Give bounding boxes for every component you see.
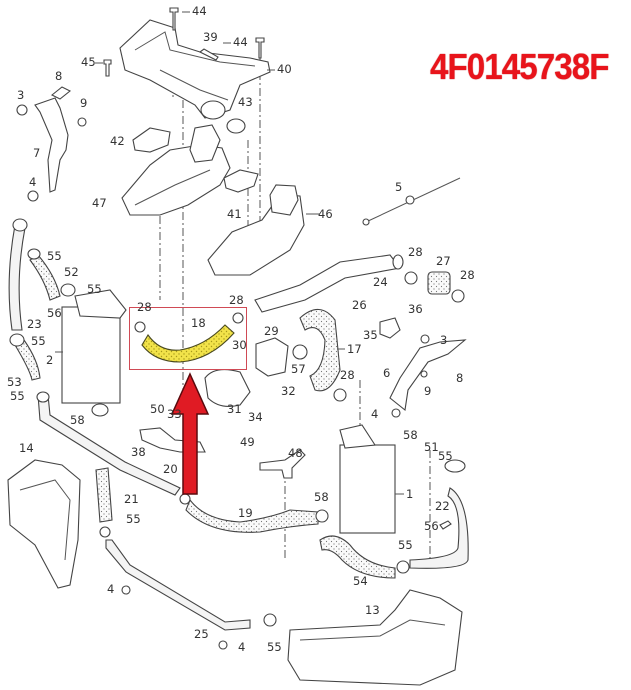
pipe-25 bbox=[105, 539, 277, 650]
callout-label-3b: 3 bbox=[440, 333, 448, 347]
callout-label-19: 19 bbox=[238, 506, 253, 520]
shield-14 bbox=[7, 459, 81, 589]
callout-label-51: 51 bbox=[424, 440, 439, 454]
callout-label-27: 27 bbox=[436, 254, 451, 268]
callout-label-39: 39 bbox=[203, 30, 218, 44]
callout-label-9a: 9 bbox=[80, 96, 88, 110]
callout-label-48: 48 bbox=[288, 446, 303, 460]
callout-label-41: 41 bbox=[227, 207, 242, 221]
callout-label-22: 22 bbox=[435, 499, 450, 513]
callout-label-55a: 55 bbox=[47, 249, 62, 263]
callout-label-42: 42 bbox=[110, 134, 125, 148]
callout-label-46: 46 bbox=[318, 207, 333, 221]
bolts-top bbox=[16, 7, 265, 127]
callout-label-4c: 4 bbox=[107, 582, 115, 596]
callout-label-35: 35 bbox=[363, 328, 378, 342]
callout-label-58a: 58 bbox=[70, 413, 85, 427]
callout-label-7: 7 bbox=[33, 146, 41, 160]
callout-label-45: 45 bbox=[81, 55, 96, 69]
callout-label-29: 29 bbox=[264, 324, 279, 338]
callout-label-58c: 58 bbox=[314, 490, 329, 504]
intake-manifold-upper bbox=[119, 19, 271, 134]
callout-label-28e: 28 bbox=[340, 368, 355, 382]
callout-label-31: 31 bbox=[227, 402, 242, 416]
part-number-title: 4F0145738F bbox=[430, 46, 610, 87]
callout-label-54: 54 bbox=[353, 574, 368, 588]
callout-label-3a: 3 bbox=[17, 88, 25, 102]
callout-label-56b: 56 bbox=[424, 519, 439, 533]
callout-label-23: 23 bbox=[27, 317, 42, 331]
callout-label-28c: 28 bbox=[137, 300, 152, 314]
shield-13 bbox=[287, 589, 463, 686]
pipe-24 bbox=[254, 254, 465, 313]
bracket-7 bbox=[27, 97, 69, 202]
callout-label-8a: 8 bbox=[55, 69, 63, 83]
callout-label-55b: 55 bbox=[87, 282, 102, 296]
part-5-rod bbox=[362, 177, 461, 226]
hose-17 bbox=[299, 308, 347, 402]
up-arrow-icon bbox=[170, 372, 210, 495]
callout-label-52: 52 bbox=[64, 265, 79, 279]
callout-label-14: 14 bbox=[19, 441, 34, 455]
callout-label-21: 21 bbox=[124, 492, 139, 506]
callout-label-4a: 4 bbox=[29, 175, 37, 189]
callout-label-50: 50 bbox=[150, 402, 165, 416]
callout-label-47: 47 bbox=[92, 196, 107, 210]
sensor-and-bracket-6 bbox=[379, 317, 467, 418]
callout-label-18: 18 bbox=[191, 316, 206, 330]
callout-label-32: 32 bbox=[281, 384, 296, 398]
callout-label-44a: 44 bbox=[192, 4, 207, 18]
callout-label-20: 20 bbox=[163, 462, 178, 476]
hose-54-and-pipe-22 bbox=[319, 487, 469, 579]
charge-air-hose-18 bbox=[134, 312, 244, 363]
callout-label-28b: 28 bbox=[460, 268, 475, 282]
callout-label-55d: 55 bbox=[10, 389, 25, 403]
callout-label-55e: 55 bbox=[438, 449, 453, 463]
highlight-box-part-18 bbox=[129, 307, 247, 370]
callout-label-13: 13 bbox=[365, 603, 380, 617]
callout-label-8b: 8 bbox=[456, 371, 464, 385]
callout-label-9b: 9 bbox=[424, 384, 432, 398]
callout-label-53: 53 bbox=[7, 375, 22, 389]
manifold-lower-46 bbox=[207, 169, 305, 276]
callout-label-4d: 4 bbox=[238, 640, 246, 654]
left-hoses bbox=[8, 218, 181, 496]
callout-label-17: 17 bbox=[347, 342, 362, 356]
callout-label-49: 49 bbox=[240, 435, 255, 449]
callout-label-55g: 55 bbox=[398, 538, 413, 552]
callout-label-5: 5 bbox=[395, 180, 403, 194]
callout-label-58b: 58 bbox=[403, 428, 418, 442]
callout-label-26: 26 bbox=[352, 298, 367, 312]
callout-label-57: 57 bbox=[291, 362, 306, 376]
intercooler-1 bbox=[339, 424, 466, 534]
callout-label-28d: 28 bbox=[229, 293, 244, 307]
callout-label-30: 30 bbox=[232, 338, 247, 352]
callout-label-44b: 44 bbox=[233, 35, 248, 49]
manifold-lower-47 bbox=[121, 124, 231, 216]
callout-label-33: 33 bbox=[167, 407, 182, 421]
callout-label-43: 43 bbox=[238, 95, 253, 109]
callout-label-55c: 55 bbox=[31, 334, 46, 348]
callout-label-6: 6 bbox=[383, 366, 391, 380]
leader-lines bbox=[55, 11, 404, 495]
callout-label-1: 1 bbox=[406, 487, 414, 501]
valve-29-and-elbow-31 bbox=[204, 337, 308, 407]
intercooler-2 bbox=[61, 289, 127, 417]
hose-19 bbox=[179, 493, 329, 533]
callout-label-34: 34 bbox=[248, 410, 263, 424]
callout-label-25: 25 bbox=[194, 627, 209, 641]
hose-21 bbox=[95, 467, 113, 538]
callout-label-28a: 28 bbox=[408, 245, 423, 259]
callout-label-55f: 55 bbox=[126, 512, 141, 526]
callout-label-24: 24 bbox=[373, 275, 388, 289]
callout-label-2: 2 bbox=[46, 353, 54, 367]
callout-label-4b: 4 bbox=[371, 407, 379, 421]
callout-label-36: 36 bbox=[408, 302, 423, 316]
callout-label-38: 38 bbox=[131, 445, 146, 459]
callout-label-40: 40 bbox=[277, 62, 292, 76]
callout-label-56a: 56 bbox=[47, 306, 62, 320]
callout-label-55h: 55 bbox=[267, 640, 282, 654]
